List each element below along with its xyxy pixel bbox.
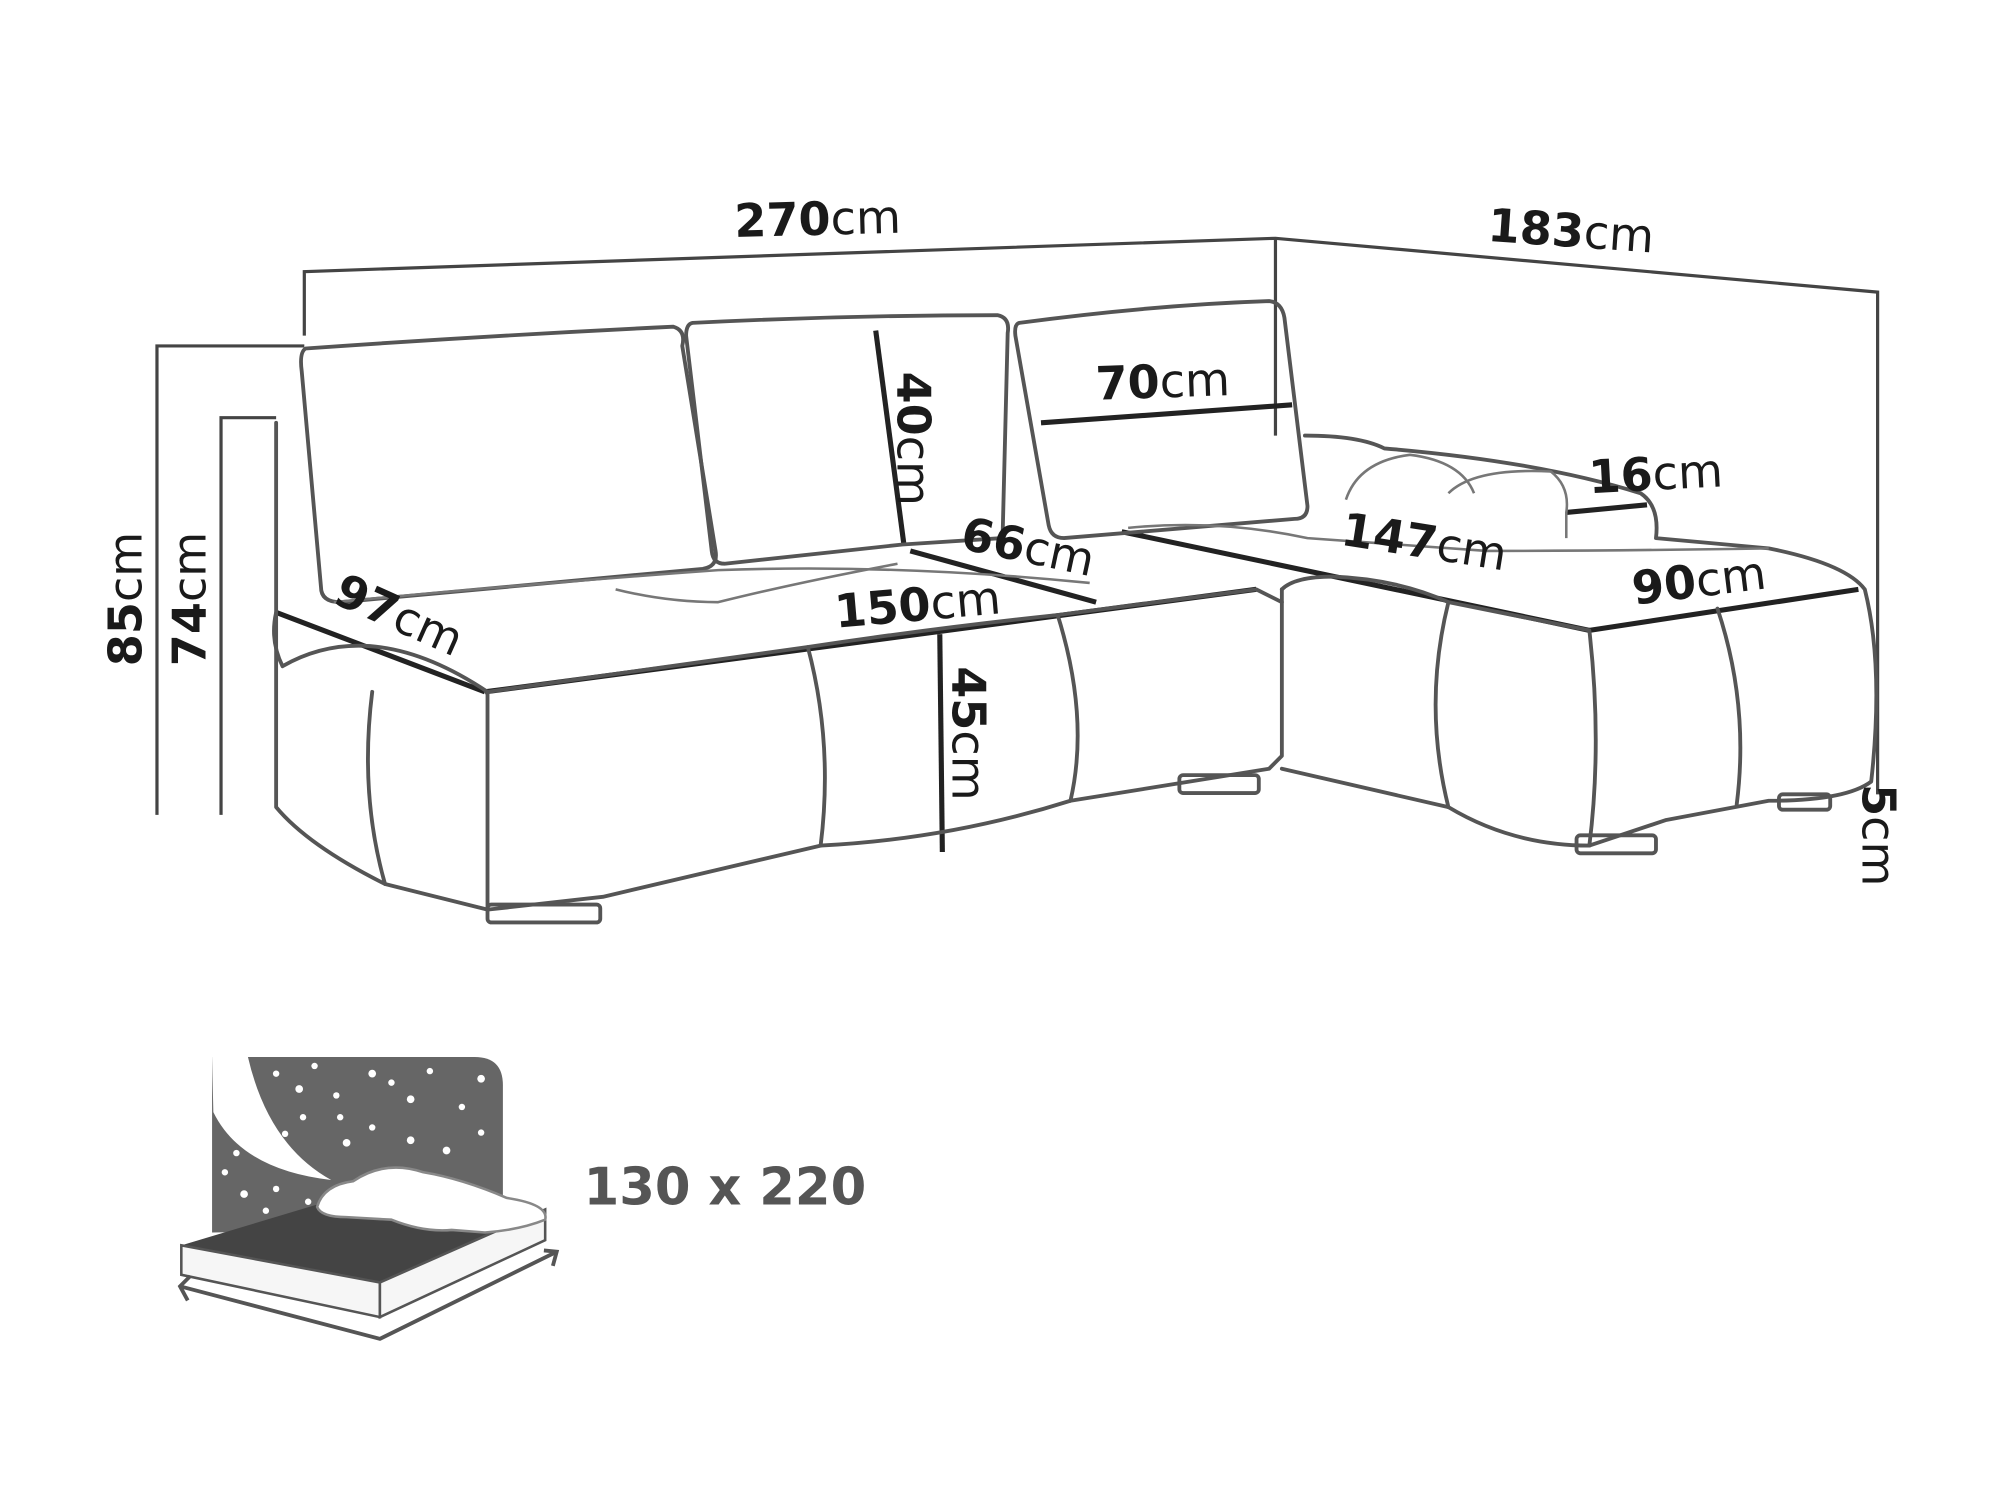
curtain: [212, 1056, 332, 1180]
total-height-label: 85cm: [99, 532, 153, 666]
bed-icon: [177, 1056, 560, 1341]
mattress-side-right: [378, 1207, 547, 1320]
back-height-label: 74cm: [163, 532, 217, 666]
chaise-width-label: 90cm: [1629, 546, 1769, 616]
cushion-height-label: 40cm: [887, 372, 941, 506]
chaise-seat-length-label: 147cm: [1338, 502, 1511, 581]
width-arrow: [179, 1250, 558, 1341]
seat-height-label: 45cm: [942, 666, 996, 800]
sleeping-area-label: 130 x 220: [584, 1157, 867, 1217]
cushion-width-label: 70cm: [1095, 352, 1231, 411]
stars: [221, 1062, 485, 1214]
total-width-label: 270cm: [734, 190, 902, 248]
sofa-outline: [272, 299, 1879, 925]
seat-width-label: 150cm: [832, 570, 1003, 638]
leg-height-label: 5cm: [1851, 784, 1905, 886]
pillows: [315, 1166, 547, 1234]
chaise-length-label: 183cm: [1486, 198, 1656, 263]
arrow-heads: [177, 1248, 560, 1302]
armrest-width-label: 16cm: [1587, 443, 1724, 504]
